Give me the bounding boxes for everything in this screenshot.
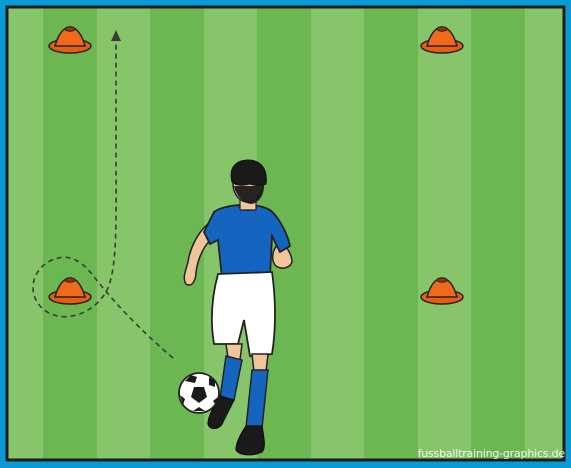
grass-stripe bbox=[43, 7, 97, 460]
grass-stripe bbox=[471, 7, 525, 460]
grass-stripe bbox=[364, 7, 418, 460]
soccer-ball-icon bbox=[179, 373, 219, 413]
watermark: fussballtraining-graphics.de bbox=[418, 447, 565, 460]
